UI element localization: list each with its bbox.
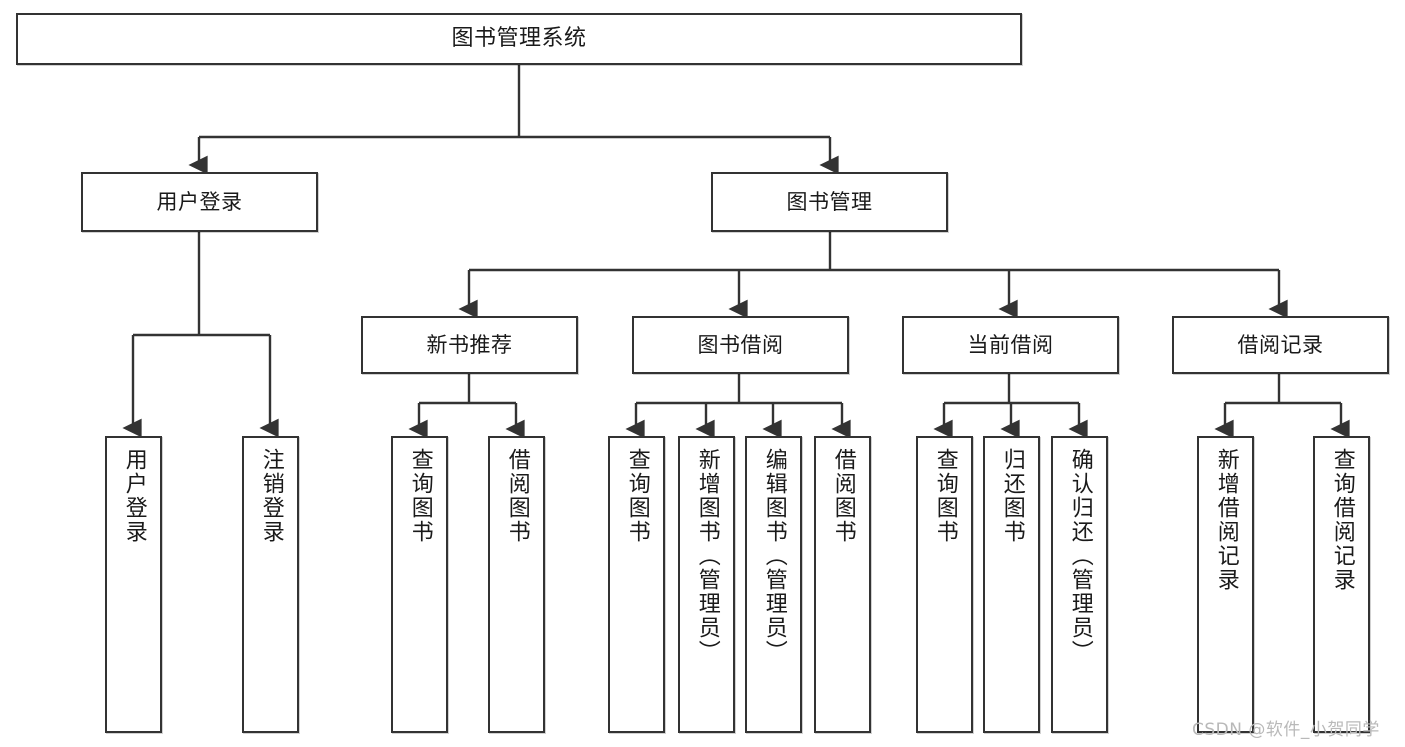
node-label: 编辑图书（管理员） bbox=[761, 448, 787, 664]
node-label: 新增借阅记录 bbox=[1213, 448, 1239, 592]
leaf-record-add-record[interactable]: 新增借阅记录 bbox=[1197, 436, 1254, 733]
node-borrow-record[interactable]: 借阅记录 bbox=[1172, 316, 1389, 374]
node-label: 查询图书 bbox=[624, 448, 650, 544]
csdn-watermark: CSDN @软件_小贺同学 bbox=[1192, 720, 1380, 740]
node-root-system[interactable]: 图书管理系统 bbox=[16, 13, 1022, 65]
node-label: 查询图书 bbox=[932, 448, 958, 544]
node-new-book-recommend[interactable]: 新书推荐 bbox=[361, 316, 578, 374]
node-label: 查询借阅记录 bbox=[1329, 448, 1355, 592]
node-current-borrow[interactable]: 当前借阅 bbox=[902, 316, 1119, 374]
node-label: 注销登录 bbox=[258, 448, 284, 544]
node-label: 用户登录 bbox=[121, 448, 147, 544]
leaf-record-query-record[interactable]: 查询借阅记录 bbox=[1313, 436, 1370, 733]
node-label: 新增图书（管理员） bbox=[694, 448, 720, 664]
leaf-user-login-logout[interactable]: 注销登录 bbox=[242, 436, 299, 733]
node-label: 新书推荐 bbox=[426, 332, 513, 357]
leaf-current-query-book[interactable]: 查询图书 bbox=[916, 436, 973, 733]
node-label: 归还图书 bbox=[999, 448, 1025, 544]
leaf-new-book-query[interactable]: 查询图书 bbox=[391, 436, 448, 733]
leaf-user-login-login[interactable]: 用户登录 bbox=[105, 436, 162, 733]
leaf-borrow-query-book[interactable]: 查询图书 bbox=[608, 436, 665, 733]
node-book-management[interactable]: 图书管理 bbox=[711, 172, 948, 232]
node-label: 图书管理 bbox=[786, 189, 873, 214]
node-label: 用户登录 bbox=[156, 189, 243, 214]
leaf-current-confirm-return[interactable]: 确认归还（管理员） bbox=[1051, 436, 1108, 733]
node-label: 确认归还（管理员） bbox=[1067, 448, 1093, 664]
node-book-borrow[interactable]: 图书借阅 bbox=[632, 316, 849, 374]
leaf-borrow-edit-book[interactable]: 编辑图书（管理员） bbox=[745, 436, 802, 733]
leaf-borrow-borrow-book[interactable]: 借阅图书 bbox=[814, 436, 871, 733]
node-label: 借阅记录 bbox=[1237, 332, 1324, 357]
node-label: 图书管理系统 bbox=[451, 26, 587, 52]
node-label: 借阅图书 bbox=[504, 448, 530, 544]
leaf-borrow-add-book[interactable]: 新增图书（管理员） bbox=[678, 436, 735, 733]
node-label: 借阅图书 bbox=[830, 448, 856, 544]
node-label: 图书借阅 bbox=[697, 332, 784, 357]
leaf-new-book-borrow[interactable]: 借阅图书 bbox=[488, 436, 545, 733]
leaf-current-return-book[interactable]: 归还图书 bbox=[983, 436, 1040, 733]
node-label: 当前借阅 bbox=[967, 332, 1054, 357]
node-label: 查询图书 bbox=[407, 448, 433, 544]
node-user-login[interactable]: 用户登录 bbox=[81, 172, 318, 232]
